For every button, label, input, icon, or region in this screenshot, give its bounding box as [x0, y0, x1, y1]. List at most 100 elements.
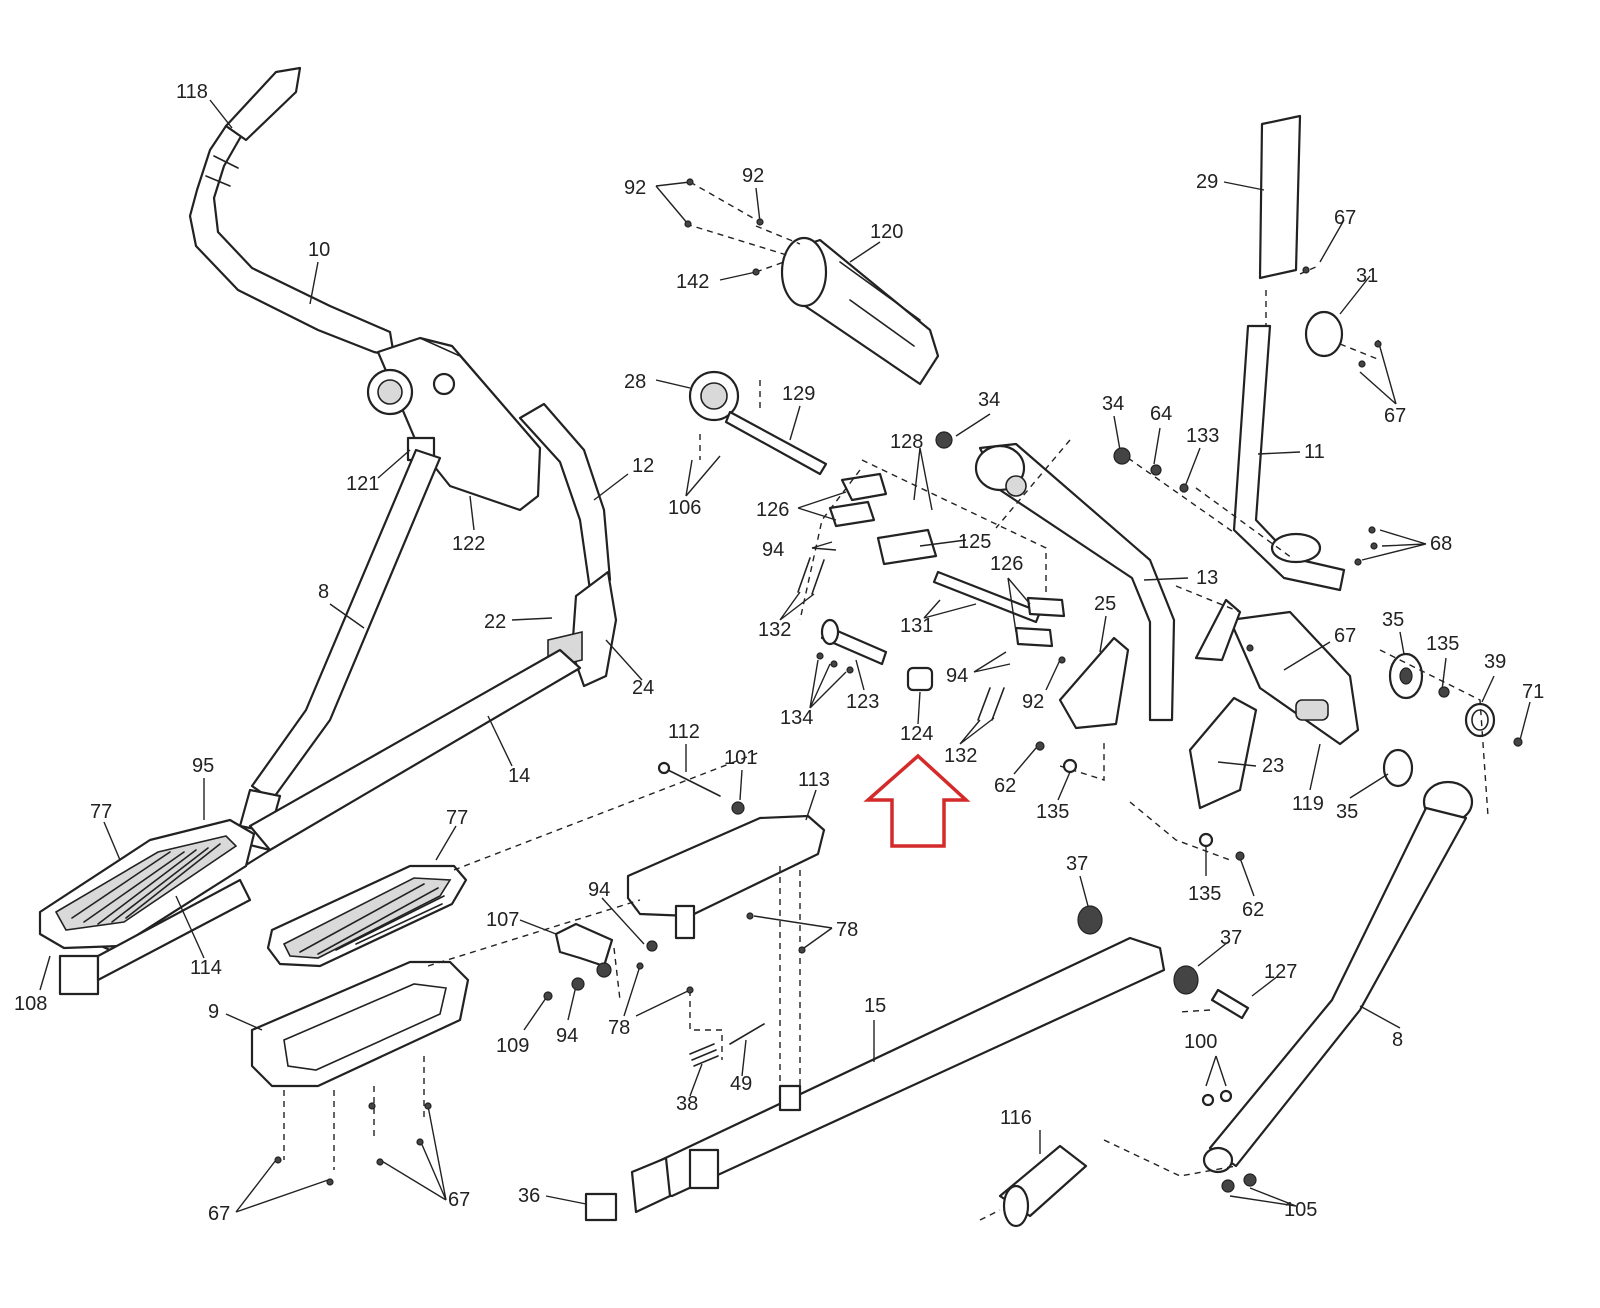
- label-125: 125: [958, 531, 991, 553]
- link-part-125: [876, 528, 938, 566]
- highlight-arrow-icon: [863, 753, 971, 848]
- left-pedal-frame-part-114: [58, 878, 252, 996]
- label-142: 142: [676, 271, 709, 293]
- bracket-part-126b: [1014, 596, 1066, 648]
- label-35-top: 35: [1382, 609, 1404, 631]
- label-128: 128: [890, 431, 923, 453]
- label-94-bottom: 94: [556, 1025, 578, 1047]
- label-8-left: 8: [318, 581, 329, 603]
- left-upper-arm-part-10: [188, 66, 396, 358]
- cover-part-23: [1188, 696, 1258, 810]
- label-106: 106: [668, 497, 701, 519]
- bushing-part-39: [1464, 702, 1496, 738]
- bracket-part-126a: [828, 472, 888, 528]
- label-77-left: 77: [90, 801, 112, 823]
- label-131: 131: [900, 615, 933, 637]
- right-arm-part-11: [1232, 324, 1346, 592]
- label-135-left: 135: [1036, 801, 1069, 823]
- label-23: 23: [1262, 755, 1284, 777]
- spring-part-38: [689, 1043, 719, 1067]
- bearing-part-35a: [1388, 652, 1424, 700]
- part-labels: 118 10 121 122 12 8 22 24 14 95 77 77 11…: [14, 81, 1544, 1225]
- label-14: 14: [508, 765, 530, 787]
- label-64: 64: [1150, 403, 1172, 425]
- label-94-upper-left: 94: [762, 539, 784, 561]
- label-13: 13: [1196, 567, 1218, 589]
- shroud-part-119: [1194, 598, 1360, 746]
- label-28: 28: [624, 371, 646, 393]
- roller-part-37b: [1173, 965, 1199, 995]
- label-118: 118: [176, 81, 208, 103]
- label-122: 122: [452, 533, 485, 555]
- label-124: 124: [900, 723, 933, 745]
- left-upper-arm-housing-part-122: [366, 336, 542, 512]
- label-29: 29: [1196, 171, 1218, 193]
- label-37-left: 37: [1066, 853, 1088, 875]
- label-62-left: 62: [994, 775, 1016, 797]
- label-119: 119: [1292, 793, 1324, 815]
- nut-part-101: [731, 801, 745, 815]
- label-108: 108: [14, 993, 47, 1015]
- foot-pad-part-77: [266, 864, 468, 968]
- label-71: 71: [1522, 681, 1544, 703]
- label-34-left: 34: [978, 389, 1000, 411]
- label-105: 105: [1284, 1199, 1317, 1221]
- label-31: 31: [1356, 265, 1378, 287]
- label-101: 101: [724, 747, 757, 769]
- label-135-bottom: 135: [1188, 883, 1221, 905]
- label-67-cap: 67: [1384, 405, 1406, 427]
- label-132-left: 132: [758, 619, 791, 641]
- label-67-grip: 67: [1334, 207, 1356, 229]
- bolt-part-112: [657, 761, 721, 797]
- pedal-base-part-9: [250, 960, 470, 1088]
- label-10: 10: [308, 239, 330, 261]
- label-78-left: 78: [608, 1017, 630, 1039]
- label-67-bottom-right: 67: [448, 1189, 470, 1211]
- label-121: 121: [346, 473, 379, 495]
- assembly-lines: [283, 181, 1489, 1221]
- label-134: 134: [780, 707, 813, 729]
- cap-part-31: [1304, 310, 1344, 358]
- label-25: 25: [1094, 593, 1116, 615]
- label-36: 36: [518, 1185, 540, 1207]
- label-113: 113: [798, 769, 830, 791]
- label-95: 95: [192, 755, 214, 777]
- label-123: 123: [846, 691, 879, 713]
- left-pedal-part-95: [38, 818, 256, 950]
- pin-part-49: [729, 1023, 765, 1045]
- label-38: 38: [676, 1093, 698, 1115]
- label-129: 129: [782, 383, 815, 405]
- console-mount-part-120: [780, 236, 940, 386]
- label-78-right: 78: [836, 919, 858, 941]
- pins-part-132: [797, 557, 1005, 721]
- leader-lines: [39, 99, 1531, 1213]
- label-9: 9: [208, 1001, 219, 1023]
- label-67-shroud: 67: [1334, 625, 1356, 647]
- bushing-part-124: [906, 666, 934, 692]
- fasteners: [274, 178, 1523, 1193]
- pivot-tube-part-13: [974, 442, 1176, 722]
- label-127: 127: [1264, 961, 1297, 983]
- label-107: 107: [486, 909, 519, 931]
- label-112: 112: [668, 721, 700, 743]
- label-62-right: 62: [1242, 899, 1264, 921]
- label-39: 39: [1484, 651, 1506, 673]
- knob-part-28: [688, 370, 740, 422]
- label-12: 12: [632, 455, 654, 477]
- label-114: 114: [190, 957, 222, 979]
- label-34-right: 34: [1102, 393, 1124, 415]
- label-132-right: 132: [944, 745, 977, 767]
- label-49: 49: [730, 1073, 752, 1095]
- roller-part-37a: [1077, 905, 1103, 935]
- label-8-right: 8: [1392, 1029, 1403, 1051]
- label-94-pedal: 94: [588, 879, 610, 901]
- label-120: 120: [870, 221, 903, 243]
- label-92-center: 92: [1022, 691, 1044, 713]
- label-37-right: 37: [1220, 927, 1242, 949]
- grip-part-116: [998, 1144, 1088, 1228]
- shaft-part-131: [932, 570, 1042, 624]
- label-133: 133: [1186, 425, 1219, 447]
- right-leg-part-8: [1202, 780, 1474, 1174]
- axle-part-123: [820, 618, 888, 666]
